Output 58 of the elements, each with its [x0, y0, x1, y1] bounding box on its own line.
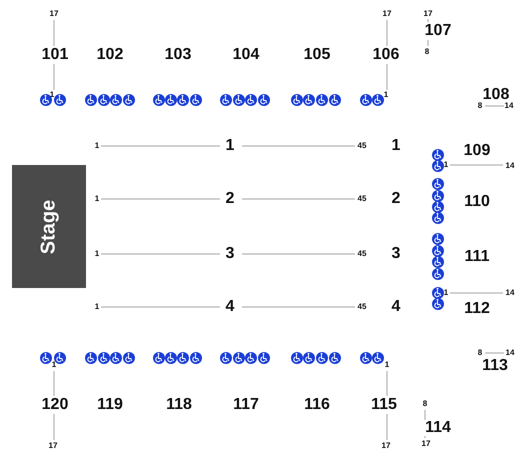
row-count: 17: [382, 442, 390, 450]
section-label: 106: [372, 47, 400, 63]
row-count: 8: [478, 349, 482, 357]
row-label: 2: [392, 191, 400, 207]
section-label: 103: [164, 47, 192, 63]
seat-number: 45: [358, 195, 366, 203]
section-label: 111: [464, 249, 490, 265]
row-count: 17: [424, 10, 432, 18]
section-label: 109: [464, 143, 490, 159]
section-label: 115: [371, 397, 397, 413]
row-label: 1: [392, 138, 400, 154]
stage-label: Stage: [38, 199, 60, 254]
row-count: 1: [52, 361, 56, 369]
row-count: 8: [478, 102, 482, 110]
section-label: 119: [97, 397, 123, 413]
row-count: 8: [424, 48, 430, 56]
section-label: 104: [232, 47, 260, 63]
section-label: 105: [304, 47, 330, 63]
row-count: 14: [506, 162, 514, 170]
row-label: 3: [392, 246, 400, 262]
section-label: 118: [166, 397, 192, 413]
row-count: 14: [506, 349, 514, 357]
section-label: 107: [424, 23, 452, 39]
seat-number: 45: [358, 250, 366, 258]
row-count: 17: [48, 442, 58, 450]
section-label: 101: [42, 47, 68, 63]
section-label: 112: [464, 301, 490, 317]
section-label: 113: [482, 358, 508, 374]
row-label: 3: [226, 246, 234, 262]
row-label: 1: [226, 138, 234, 154]
seat-number: 1: [94, 195, 100, 203]
seat-number: 1: [94, 250, 100, 258]
section-label: 114: [425, 420, 451, 436]
row-count: 1: [384, 361, 390, 369]
seat-number: 1: [94, 142, 100, 150]
seat-number: 45: [358, 303, 366, 311]
row-count: 14: [506, 289, 514, 297]
row-count: 17: [422, 440, 430, 448]
row-label: 2: [226, 191, 234, 207]
row-count: 1: [384, 91, 388, 99]
row-count: 8: [422, 400, 428, 408]
section-label: 102: [96, 47, 124, 63]
section-label: 110: [464, 194, 490, 210]
stage-block: [12, 165, 86, 288]
row-count: 1: [444, 161, 448, 169]
row-label: 4: [392, 299, 400, 315]
seat-number: 45: [358, 142, 366, 150]
section-label: 117: [233, 397, 259, 413]
row-label: 4: [226, 299, 234, 315]
section-label: 116: [304, 397, 330, 413]
row-count: 17: [50, 10, 58, 18]
row-count: 14: [504, 102, 514, 110]
section-label: 108: [482, 87, 510, 103]
row-count: 17: [382, 10, 392, 18]
row-count: 1: [50, 91, 54, 99]
seat-number: 1: [94, 303, 100, 311]
section-label: 120: [42, 397, 68, 413]
row-count: 1: [444, 289, 448, 297]
